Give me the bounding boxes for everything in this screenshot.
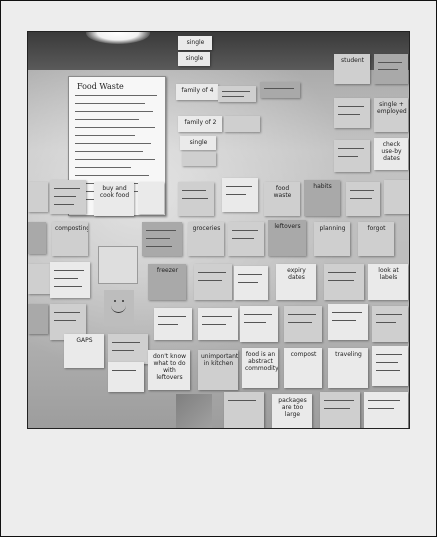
- sticky-note-family-of-4: family of 4: [176, 84, 218, 100]
- sticky-note: [108, 362, 144, 392]
- sticky-note: [224, 392, 264, 428]
- poster-title: Food Waste: [77, 82, 124, 91]
- sticky-note: [346, 182, 380, 216]
- sticky-note-habits: habits: [304, 180, 340, 216]
- sticky-note: [372, 306, 408, 342]
- sticky-note: [28, 182, 48, 212]
- sticky-note-check-use-by: check use-by dates: [374, 138, 408, 170]
- sticky-note: [138, 182, 164, 214]
- sticky-note: [182, 152, 216, 166]
- sticky-note: [364, 392, 408, 428]
- sticky-note: [374, 54, 408, 84]
- sticky-note-expiry-dates: expiry dates: [276, 264, 316, 300]
- sticky-note: [334, 98, 370, 128]
- sticky-note-unimportant-in-kitchen: unimportant in kitchen: [198, 350, 238, 390]
- sticky-note-traveling: traveling: [328, 348, 368, 388]
- sticky-note-composting: composting: [52, 222, 88, 256]
- sticky-note-packages-too-large: packages are too large: [272, 394, 312, 428]
- sticky-note: [284, 306, 322, 342]
- sticky-note: [28, 222, 46, 254]
- ceiling-lamp: [86, 32, 150, 44]
- sticky-note-gaps: GAPS: [64, 334, 104, 368]
- sticky-note: [240, 306, 278, 342]
- sticky-note: [28, 304, 48, 334]
- smiley-note: [104, 290, 134, 326]
- sticky-note-single-employed: single + employed: [374, 98, 408, 132]
- sticky-note-food-abstract: food is an abstract commodity: [242, 348, 278, 388]
- sticky-note-leftovers: leftovers: [268, 220, 306, 256]
- sticky-note: [178, 182, 214, 216]
- sticky-note: [222, 178, 258, 212]
- sticky-note: [234, 266, 268, 300]
- sticky-note: [50, 180, 86, 214]
- sticky-note: [28, 264, 50, 294]
- sticky-note-forgot: forgot: [358, 222, 394, 256]
- sticky-note-food-waste: food waste: [264, 182, 300, 216]
- sticky-note: [194, 264, 232, 300]
- sticky-note: [224, 116, 260, 132]
- sticky-note-compost: compost: [284, 348, 322, 388]
- wall-photo: Food Waste single single: [27, 31, 410, 429]
- sticky-note-planning: planning: [314, 222, 350, 256]
- sticky-note: [142, 222, 182, 256]
- sticky-note-family-of-2: family of 2: [178, 116, 222, 132]
- sticky-note: [50, 262, 90, 298]
- sticky-note: [218, 86, 256, 102]
- sticky-note: [260, 82, 300, 98]
- sticky-note: [334, 140, 370, 172]
- light-switch: [98, 246, 138, 284]
- sticky-note: [328, 304, 368, 340]
- sticky-note: [372, 346, 408, 386]
- dark-note: [176, 394, 212, 428]
- sticky-note: [198, 308, 238, 340]
- sticky-note: [154, 308, 192, 340]
- sticky-note: [228, 222, 264, 256]
- sticky-note-single-2: single: [178, 52, 210, 66]
- sticky-note-freezer: freezer: [148, 264, 186, 300]
- sticky-note-groceries: groceries: [188, 222, 224, 256]
- sticky-note-look-at-labels: look at labels: [368, 264, 408, 300]
- sticky-note-buy-and-cook: buy and cook food: [94, 182, 134, 216]
- sticky-note: [384, 180, 409, 214]
- sticky-note-dont-know-leftovers: don't know what to do with leftovers: [148, 350, 190, 390]
- sticky-note-student: student: [334, 54, 370, 84]
- sticky-note: [320, 392, 360, 428]
- sticky-note-single-3: single: [180, 136, 216, 150]
- sticky-note: [108, 334, 148, 364]
- sticky-note: [324, 264, 364, 300]
- sticky-note-single-1: single: [178, 36, 212, 50]
